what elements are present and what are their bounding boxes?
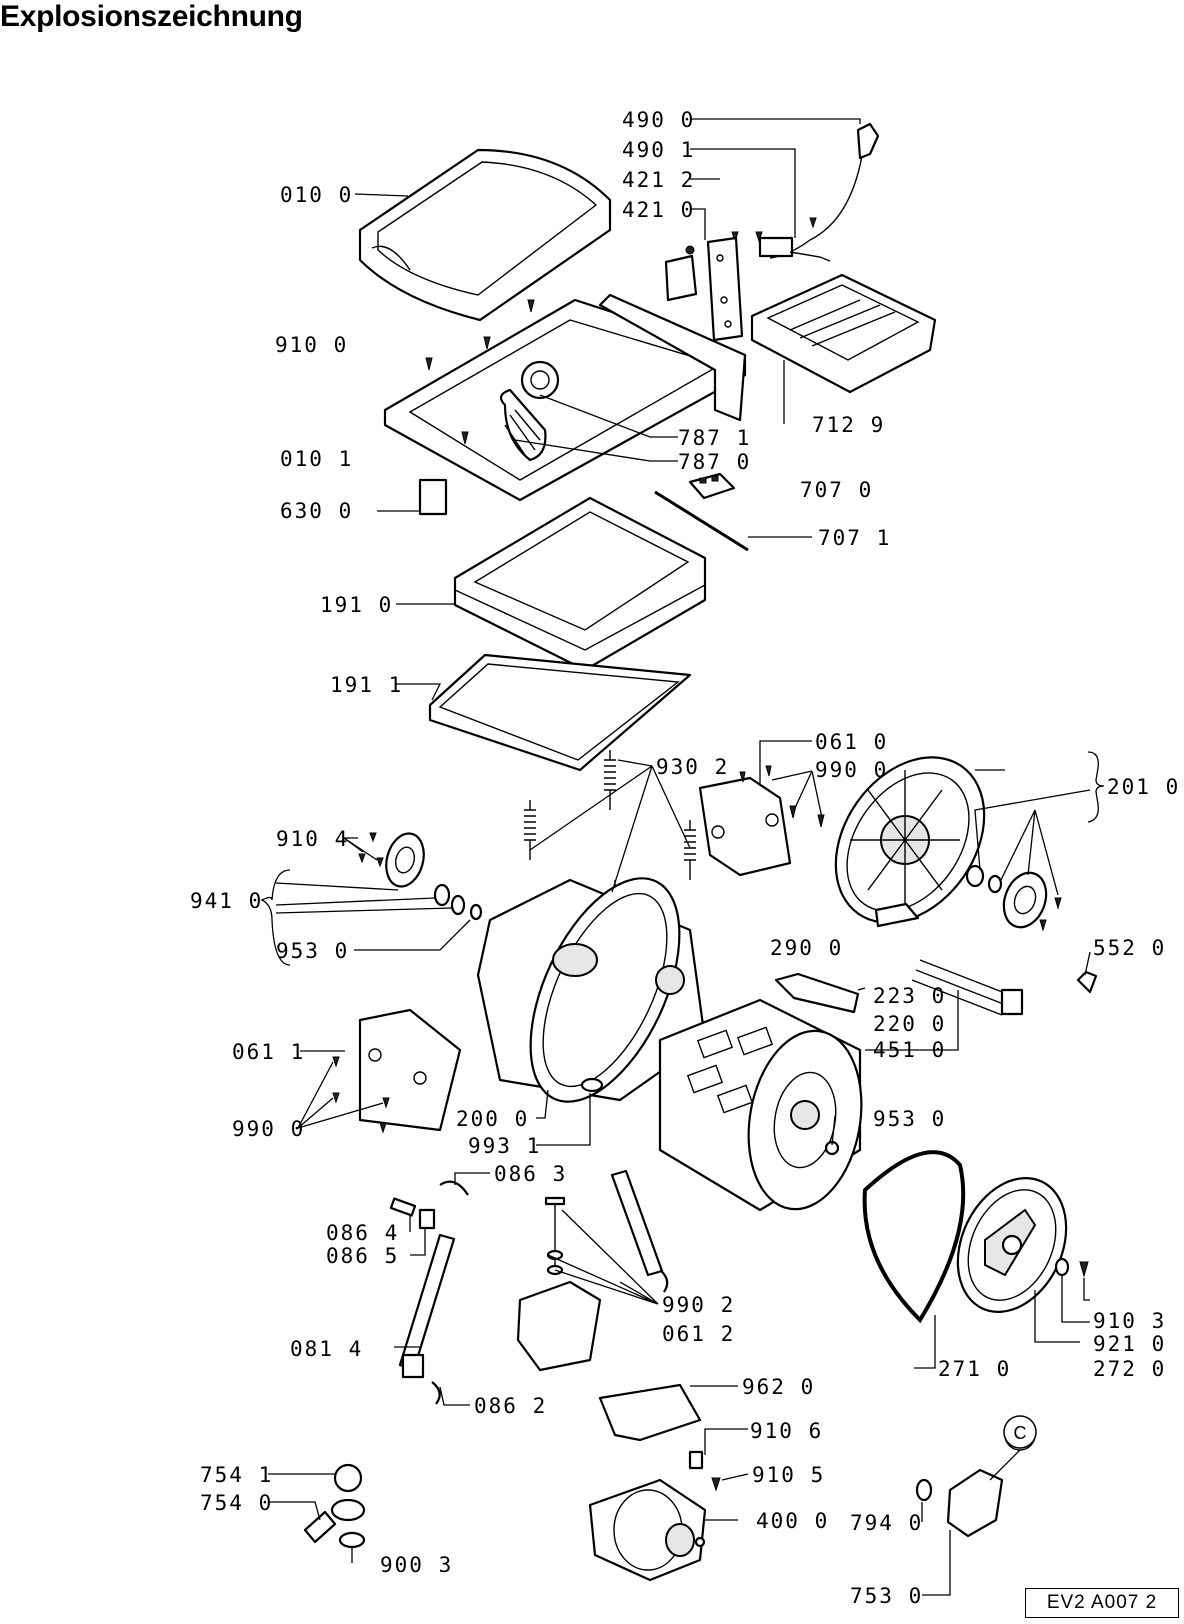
label-2710: 271 0 xyxy=(938,1357,1011,1381)
label-7070: 707 0 xyxy=(800,478,873,502)
label-9931: 993 1 xyxy=(468,1134,541,1158)
pulley-fixings xyxy=(1054,1257,1089,1278)
heat-shield-part xyxy=(598,1383,702,1442)
counterweight-top-part xyxy=(698,765,825,877)
label-2200: 220 0 xyxy=(873,1012,946,1036)
label-4212: 421 2 xyxy=(622,168,695,192)
bearing-assembly-left xyxy=(358,832,483,921)
rear-tub-part xyxy=(834,756,986,928)
label-9902: 990 2 xyxy=(662,1293,735,1317)
label-9530-left: 953 0 xyxy=(276,939,349,963)
ring-part xyxy=(580,1077,604,1093)
label-0865: 086 5 xyxy=(326,1244,399,1268)
heater-holder-part xyxy=(774,972,860,1014)
label-9410: 941 0 xyxy=(190,889,263,913)
label-4000: 400 0 xyxy=(756,1509,829,1533)
leader-lines xyxy=(260,118,1105,1596)
shock-absorber-left xyxy=(398,1233,456,1405)
lid-part xyxy=(358,148,612,322)
label-0862: 086 2 xyxy=(474,1394,547,1418)
label-9900-left: 990 0 xyxy=(232,1117,305,1141)
label-7871: 787 1 xyxy=(678,426,751,450)
label-9103: 910 3 xyxy=(1093,1309,1166,1333)
callout-marker-letter: C xyxy=(1014,1423,1027,1443)
bearing-seals-right xyxy=(965,864,1062,932)
label-7530: 753 0 xyxy=(850,1584,923,1608)
callout-marker: C xyxy=(1003,1415,1037,1449)
label-5520: 552 0 xyxy=(1093,936,1166,960)
label-9530-right: 953 0 xyxy=(873,1107,946,1131)
label-0101: 010 1 xyxy=(280,447,353,471)
counterweight-front-part xyxy=(332,1008,462,1134)
label-9302: 930 2 xyxy=(656,755,729,779)
power-cable-part xyxy=(731,122,880,262)
shock-absorber-right xyxy=(610,1169,669,1293)
label-6300: 630 0 xyxy=(280,499,353,523)
gasket-part xyxy=(428,653,692,772)
top-panel-part xyxy=(383,293,747,502)
label-7071: 707 1 xyxy=(818,526,891,550)
screws-9100 xyxy=(425,299,535,445)
label-2720: 272 0 xyxy=(1093,1357,1166,1381)
label-4510: 451 0 xyxy=(873,1038,946,1062)
label-7540: 754 0 xyxy=(200,1491,273,1515)
reference-code: EV2 A007 2 xyxy=(1025,1588,1179,1618)
label-9003: 900 3 xyxy=(380,1553,453,1577)
drive-belt-part xyxy=(862,1150,966,1324)
label-2900: 290 0 xyxy=(770,936,843,960)
screws-9902 xyxy=(544,1196,566,1276)
label-2000: 200 0 xyxy=(456,1107,529,1131)
label-0611: 061 1 xyxy=(232,1040,305,1064)
damper-fixings xyxy=(389,1180,469,1230)
counterweight-bottom-part xyxy=(516,1280,602,1372)
label-4210: 421 0 xyxy=(622,198,695,222)
label-0610: 061 0 xyxy=(815,730,888,754)
label-0863: 086 3 xyxy=(494,1162,567,1186)
label-9104: 910 4 xyxy=(276,827,349,851)
door-lock-part xyxy=(664,236,744,342)
label-1910: 191 0 xyxy=(320,593,393,617)
pump-filter-part xyxy=(303,1463,366,1549)
rod-part xyxy=(654,490,749,552)
label-1911: 191 1 xyxy=(330,673,403,697)
detergent-part xyxy=(418,478,448,516)
drum-part xyxy=(658,998,863,1212)
front-tub-part xyxy=(476,877,707,1103)
label-4901: 490 1 xyxy=(622,138,695,162)
label-7541: 754 1 xyxy=(200,1463,273,1487)
motor-fixings xyxy=(688,1450,721,1492)
electronic-module-part xyxy=(750,273,937,394)
label-9620: 962 0 xyxy=(742,1375,815,1399)
label-9105: 910 5 xyxy=(752,1463,825,1487)
heater-part xyxy=(911,959,1024,1016)
frame-part xyxy=(453,496,707,672)
label-2230: 223 0 xyxy=(873,984,946,1008)
label-9900-top: 990 0 xyxy=(815,758,888,782)
page-title: Explosionszeichnung xyxy=(0,0,303,33)
label-7129: 712 9 xyxy=(812,413,885,437)
switch-part xyxy=(688,472,736,500)
label-2010: 201 0 xyxy=(1107,775,1180,799)
label-0612: 061 2 xyxy=(662,1322,735,1346)
label-9210: 921 0 xyxy=(1093,1332,1166,1356)
label-0100: 010 0 xyxy=(280,183,353,207)
label-9106: 910 6 xyxy=(750,1419,823,1443)
label-0864: 086 4 xyxy=(326,1221,399,1245)
label-4900: 490 0 xyxy=(622,108,695,132)
pulley-part xyxy=(956,1177,1068,1313)
label-7940: 794 0 xyxy=(850,1511,923,1535)
sensor-part xyxy=(1076,970,1098,994)
motor-part xyxy=(588,1478,707,1582)
label-7870: 787 0 xyxy=(678,450,751,474)
label-0814: 081 4 xyxy=(290,1337,363,1361)
label-9100: 910 0 xyxy=(275,333,348,357)
